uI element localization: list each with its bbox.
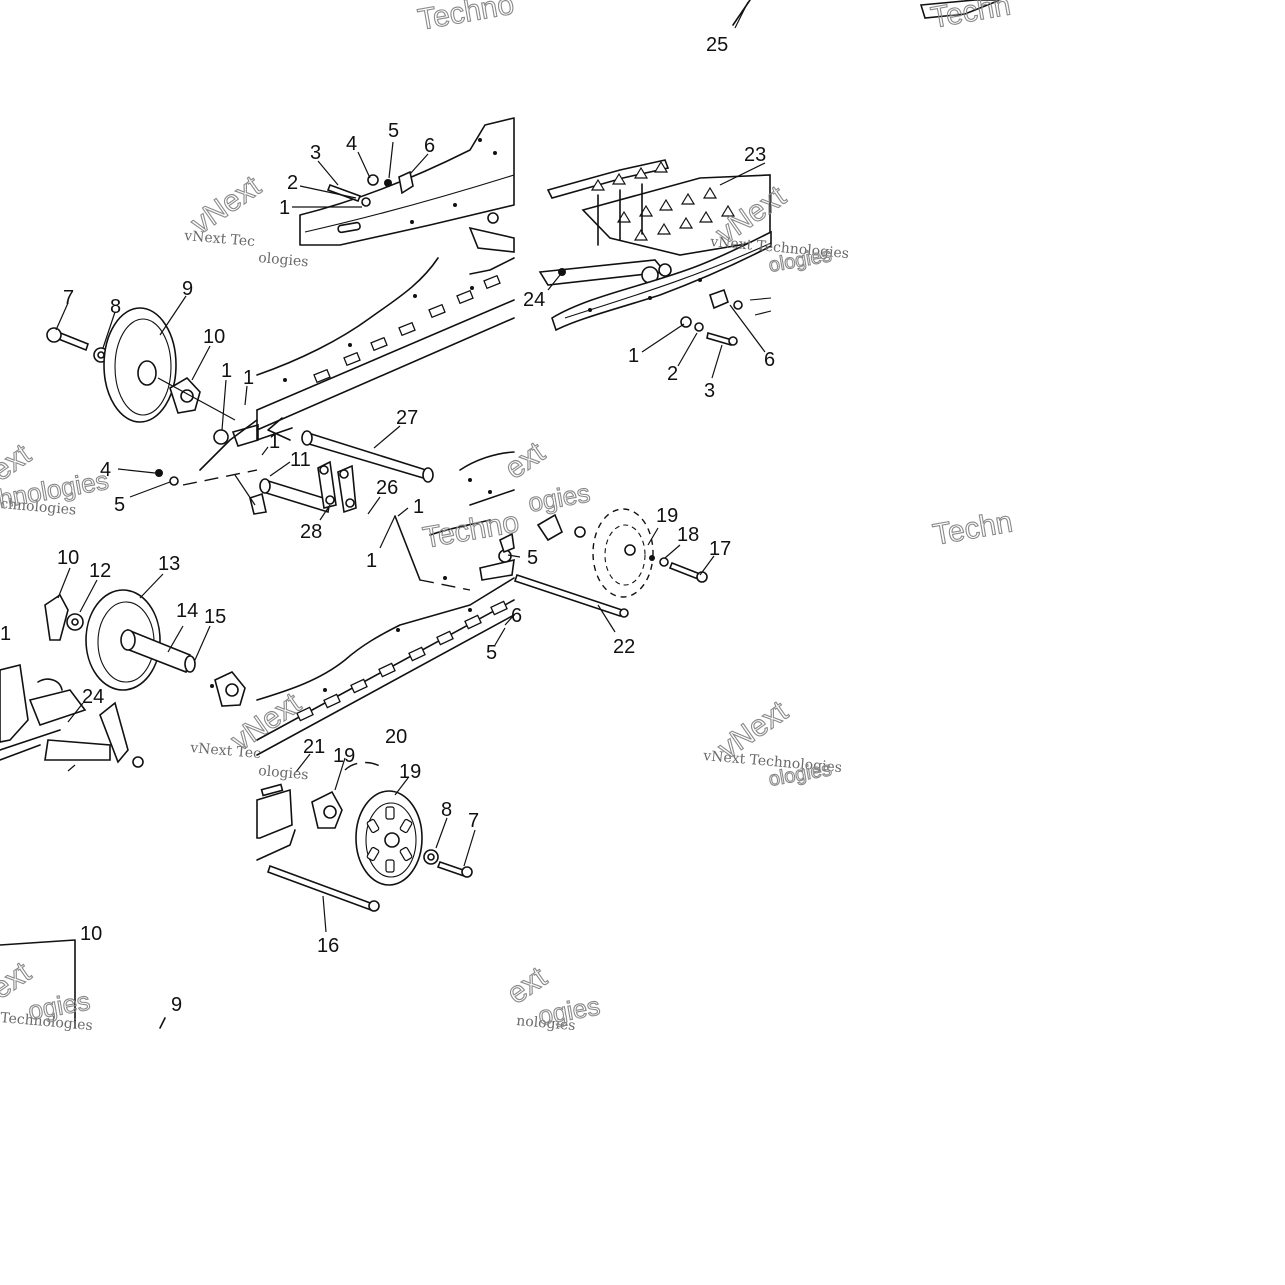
callout-16: 16 — [317, 935, 339, 957]
callout-1: 1 — [0, 623, 11, 645]
callout-9: 9 — [171, 994, 182, 1016]
watermark-vnext-tec: vNext Tec — [183, 228, 256, 250]
tile-masks — [0, 0, 257, 116]
callout-2: 2 — [287, 172, 298, 194]
rear-idler-wheel — [513, 508, 708, 618]
watermark-nologies-bottom-center: nologies — [516, 1013, 576, 1034]
callout-27: 27 — [396, 407, 418, 429]
watermark-ogies-outline-bottom-center: ogies — [536, 991, 602, 1031]
callout-25: 25 — [706, 34, 728, 56]
front-arm-assembly — [0, 589, 246, 768]
callout-10: 10 — [57, 547, 79, 569]
callout-1: 1 — [628, 345, 639, 367]
callout-24: 24 — [523, 289, 545, 311]
bottom-left-assembly — [0, 939, 166, 1029]
watermark-ogies-outline-center: ogies — [526, 478, 592, 518]
callout-12: 12 — [89, 560, 111, 582]
rear-wheel-assembly — [256, 761, 473, 912]
watermark-hnologies-left: chnologies — [0, 496, 77, 519]
callout-15: 15 — [204, 606, 226, 628]
callout-3: 3 — [310, 142, 321, 164]
track-and-slide — [538, 159, 772, 347]
callout-20: 20 — [385, 726, 407, 748]
callout-6: 6 — [511, 605, 522, 627]
callout-10: 10 — [80, 923, 102, 945]
callout-5: 5 — [527, 547, 538, 569]
callout-14: 14 — [176, 600, 198, 622]
callout-1: 1 — [279, 197, 290, 219]
callout-2: 2 — [667, 363, 678, 385]
callout-1: 1 — [243, 367, 254, 389]
callout-19: 19 — [333, 745, 355, 767]
callout-26: 26 — [376, 477, 398, 499]
callout-28: 28 — [300, 521, 322, 543]
callout-24: 24 — [82, 686, 104, 708]
callout-1: 1 — [413, 496, 424, 518]
rear-rail — [256, 515, 515, 756]
callout-11: 11 — [290, 449, 311, 471]
callout-1: 1 — [221, 360, 232, 382]
watermark-techno: Techno — [415, 0, 516, 37]
main-rail — [256, 257, 515, 514]
callout-9: 9 — [182, 278, 193, 300]
watermark-ext-center: ext — [499, 435, 551, 485]
callout-1: 1 — [269, 431, 280, 453]
callout-13: 13 — [158, 553, 180, 575]
callout-5: 5 — [114, 494, 125, 516]
callout-numbers: 25 23 24 1 2 3 6 3 4 5 6 2 1 7 8 9 10 1 … — [0, 34, 775, 1016]
callout-22: 22 — [613, 636, 635, 658]
front-wheel-assembly — [46, 307, 267, 515]
callout-7: 7 — [63, 287, 74, 309]
callout-3: 3 — [704, 380, 715, 402]
callout-4: 4 — [100, 459, 111, 481]
callout-18: 18 — [677, 524, 699, 546]
callout-8: 8 — [110, 296, 121, 318]
callout-19: 19 — [399, 761, 421, 783]
callout-17: 17 — [709, 538, 731, 560]
callout-1: 1 — [366, 550, 377, 572]
watermark-vnext-tec-lower: vNext Tec — [189, 740, 262, 762]
watermark-ologies: ologies — [258, 250, 309, 270]
rail-section-top — [299, 117, 515, 253]
leader-lines — [55, 1, 766, 933]
callout-5: 5 — [388, 120, 399, 142]
callout-23: 23 — [744, 144, 766, 166]
callout-10: 10 — [203, 326, 225, 348]
callout-7: 7 — [468, 810, 479, 832]
watermark-techn-top-right: Techn — [928, 0, 1013, 35]
callout-6: 6 — [424, 135, 435, 157]
callout-8: 8 — [441, 799, 452, 821]
callout-6: 6 — [764, 349, 775, 371]
callout-4: 4 — [346, 133, 357, 155]
watermark-ologies-lower: ologies — [258, 763, 309, 783]
callout-19: 19 — [656, 505, 678, 527]
callout-5: 5 — [486, 642, 497, 664]
watermark-vnext-outline-1: vNext — [185, 169, 267, 240]
callout-21: 21 — [303, 736, 325, 758]
